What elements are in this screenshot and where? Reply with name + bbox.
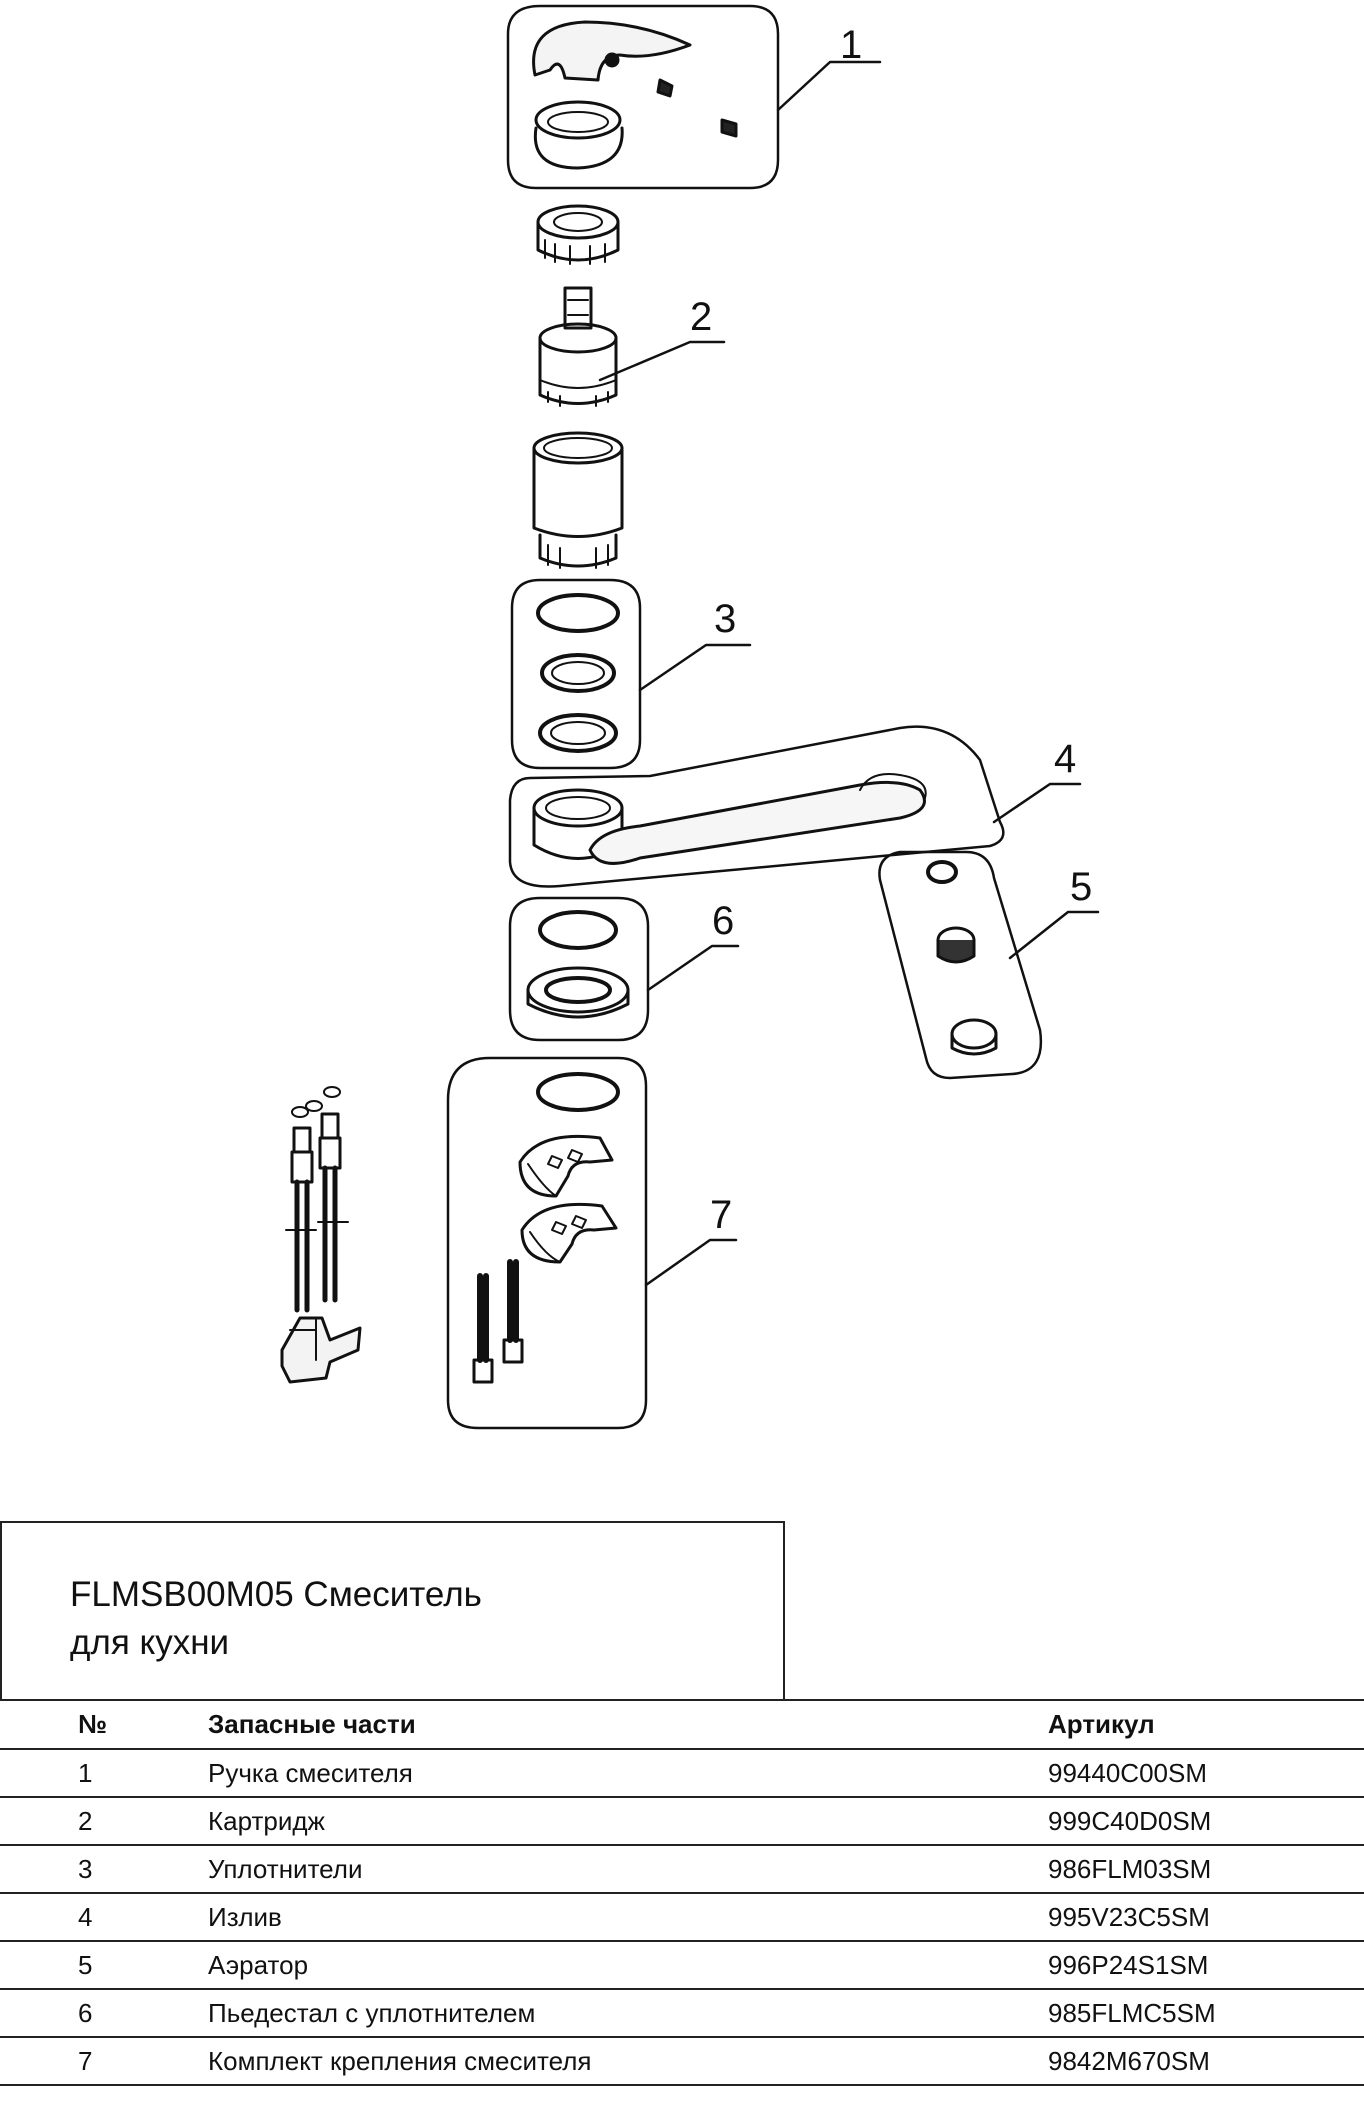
row-article: 995V23C5SM [1048,1892,1364,1942]
exploded-parts-diagram: 1 2 3 4 5 6 7 [280,4,1100,1430]
row-article: 996P24S1SM [1048,1940,1364,1990]
cartridge-nut [536,204,620,265]
part-2-cartridge [538,286,618,407]
cartridge-sleeve [532,431,624,569]
product-subtitle: для кухни [70,1623,230,1662]
table-row: 1 Ручка смесителя 99440C00SM [0,1748,1364,1798]
header-number: № [0,1699,208,1750]
row-part-name: Излив [208,1892,1048,1942]
table-row: 7 Комплект крепления смесителя 9842M670S… [0,2036,1364,2086]
part-7-mounting-kit-group [446,1056,648,1430]
row-article: 999C40D0SM [1048,1796,1364,1846]
row-part-name: Уплотнители [208,1844,1048,1894]
part-4-spout [508,725,1005,888]
callout-4: 4 [1054,737,1076,781]
row-article: 986FLM03SM [1048,1844,1364,1894]
header-spare-parts: Запасные части [208,1699,1048,1750]
row-number: 4 [0,1892,208,1942]
callout-3: 3 [714,597,736,641]
row-number: 2 [0,1796,208,1846]
row-part-name: Комплект крепления смесителя [208,2036,1048,2086]
row-part-name: Аэратор [208,1940,1048,1990]
product-title: FLMSB00M05 Смеситель [70,1575,482,1614]
part-5-aerator-group [878,850,1043,1080]
table-row: 3 Уплотнители 986FLM03SM [0,1844,1364,1894]
row-part-name: Пьедестал с уплотнителем [208,1988,1048,2038]
row-part-name: Картридж [208,1796,1048,1846]
row-number: 1 [0,1748,208,1798]
part-3-seals-group [510,578,642,770]
row-article: 99440C00SM [1048,1748,1364,1798]
header-article: Артикул [1048,1699,1364,1750]
part-6-pedestal-group [508,896,650,1042]
table-header-row: № Запасные части Артикул [0,1699,1364,1750]
product-title-box: FLMSB00M05 Смеситель для кухни [0,1521,785,1699]
part-1-handle-group [506,4,780,190]
callout-7: 7 [710,1193,732,1237]
callout-5: 5 [1070,865,1092,909]
row-article: 9842M670SM [1048,2036,1364,2086]
spare-parts-table: № Запасные части Артикул 1 Ручка смесите… [0,1699,1364,2086]
row-number: 5 [0,1940,208,1990]
callout-leaders [598,60,1100,1287]
flexible-hoses [280,1086,362,1384]
callout-numbers: 1 2 3 4 5 6 7 [690,23,1092,1237]
row-number: 7 [0,2036,208,2086]
table-row: 5 Аэратор 996P24S1SM [0,1940,1364,1990]
row-number: 3 [0,1844,208,1894]
table-row: 4 Излив 995V23C5SM [0,1892,1364,1942]
callout-1: 1 [840,23,862,67]
callout-2: 2 [690,295,712,339]
row-number: 6 [0,1988,208,2038]
table-row: 2 Картридж 999C40D0SM [0,1796,1364,1846]
table-row: 6 Пьедестал с уплотнителем 985FLMC5SM [0,1988,1364,2038]
row-part-name: Ручка смесителя [208,1748,1048,1798]
row-article: 985FLMC5SM [1048,1988,1364,2038]
callout-6: 6 [712,899,734,943]
